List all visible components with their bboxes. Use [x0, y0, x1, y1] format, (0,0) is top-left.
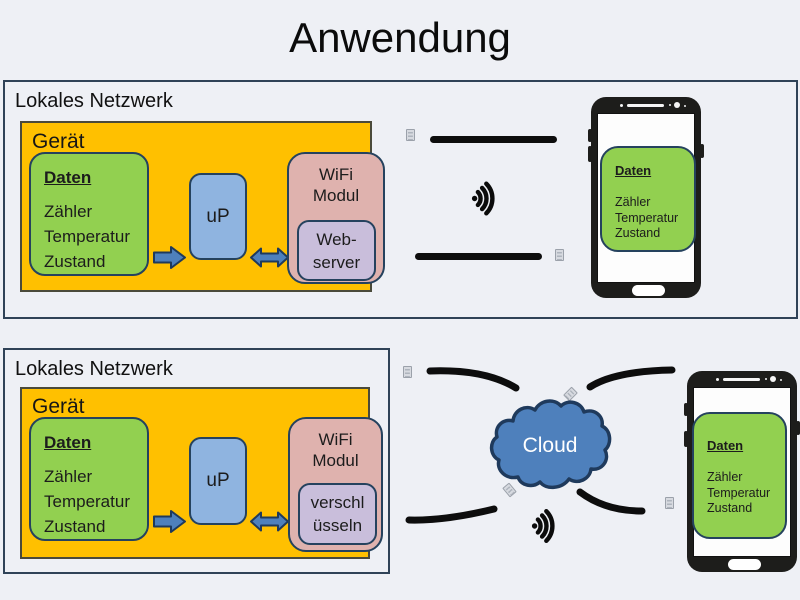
device-label: Gerät	[32, 130, 85, 153]
document-icon	[555, 249, 564, 261]
volume-button	[684, 431, 688, 447]
data-heading: Daten	[615, 163, 652, 178]
wifi-signal-icon	[471, 181, 495, 216]
processor-box: uP	[189, 173, 247, 260]
encrypt-label: verschl	[310, 493, 365, 512]
arrow-right-icon	[153, 246, 186, 269]
camera-icon	[674, 102, 680, 108]
home-button	[728, 559, 761, 570]
data-item: Temperatur	[615, 210, 679, 225]
processor-label: uP	[206, 470, 230, 491]
smartphone: Daten Zähler Temperatur Zustand	[684, 371, 800, 572]
volume-button	[588, 146, 592, 162]
sensor-dot-icon	[620, 104, 623, 107]
data-item: Temperatur	[707, 485, 771, 500]
phone-data-box: Daten Zähler Temperatur Zustand	[600, 146, 696, 252]
speaker-icon	[723, 378, 760, 381]
speaker-icon	[627, 104, 664, 107]
data-item: Zähler	[44, 202, 93, 221]
arrow-right-icon	[153, 510, 186, 533]
data-item: Zähler	[44, 467, 93, 486]
webserver-label: Web-	[316, 230, 357, 249]
data-item: Zustand	[44, 252, 106, 271]
device-label: Gerät	[32, 395, 85, 418]
wifi-signal-icon	[531, 509, 555, 543]
home-button	[632, 285, 665, 296]
data-heading: Daten	[707, 438, 744, 453]
data-item: Temperatur	[44, 227, 130, 246]
arrow-double-icon	[250, 511, 289, 532]
sensor-dot-icon	[669, 104, 671, 106]
data-box: Daten Zähler Temperatur Zustand	[29, 417, 149, 541]
encrypt-box: verschl üsseln	[298, 483, 377, 545]
webserver-label: server	[312, 253, 361, 272]
data-box: Daten Zähler Temperatur Zustand	[29, 152, 149, 276]
power-button	[796, 421, 800, 435]
data-heading: Daten	[44, 433, 92, 452]
data-item: Zähler	[707, 470, 743, 484]
wifi-module-label: WiFi	[318, 430, 353, 449]
cloud-label: Cloud	[522, 433, 578, 457]
local-network-panel-top: Lokales Netzwerk Gerät Daten Zähler Temp…	[3, 80, 798, 319]
volume-button	[588, 129, 592, 142]
page-title: Anwendung	[289, 14, 511, 61]
data-item: Zähler	[615, 195, 651, 209]
webserver-box: Web- server	[297, 220, 376, 281]
wifi-module-label: Modul	[312, 451, 359, 470]
sensor-dot-icon	[684, 105, 686, 107]
document-icon	[403, 366, 412, 378]
local-network-panel-bottom: Lokales Netzwerk Gerät Daten Zähler Temp…	[3, 348, 390, 574]
sensor-dot-icon	[716, 378, 719, 381]
data-item: Zustand	[707, 501, 753, 515]
encrypt-label: üsseln	[312, 516, 363, 535]
wifi-module-label: Modul	[312, 186, 360, 205]
processor-label: uP	[206, 205, 230, 227]
sensor-dot-icon	[765, 378, 767, 380]
data-item: Zustand	[44, 517, 106, 536]
data-item: Zustand	[615, 226, 661, 240]
wifi-module-box: WiFi Modul verschl üsseln	[288, 417, 383, 552]
local-network-label: Lokales Netzwerk	[15, 358, 173, 380]
cloud-shape: Cloud	[488, 394, 612, 497]
wifi-module-box: WiFi Modul Web- server	[287, 152, 385, 284]
arrow-double-icon	[250, 247, 289, 268]
wifi-module-label: WiFi	[319, 165, 353, 184]
processor-box: uP	[189, 437, 247, 525]
document-icon	[665, 497, 674, 509]
power-button	[700, 144, 704, 158]
local-network-label: Lokales Netzwerk	[15, 90, 173, 112]
volume-button	[684, 403, 688, 416]
data-item: Temperatur	[44, 492, 130, 511]
sensor-dot-icon	[780, 379, 782, 381]
connection-line	[415, 253, 542, 260]
smartphone: Daten Zähler Temperatur Zustand	[588, 97, 704, 298]
cloud-connector-arcs	[405, 366, 676, 524]
connection-line	[430, 136, 557, 143]
document-icon	[406, 129, 415, 141]
data-heading: Daten	[44, 168, 92, 187]
phone-data-box: Daten Zähler Temperatur Zustand	[692, 412, 787, 539]
camera-icon	[770, 376, 776, 382]
